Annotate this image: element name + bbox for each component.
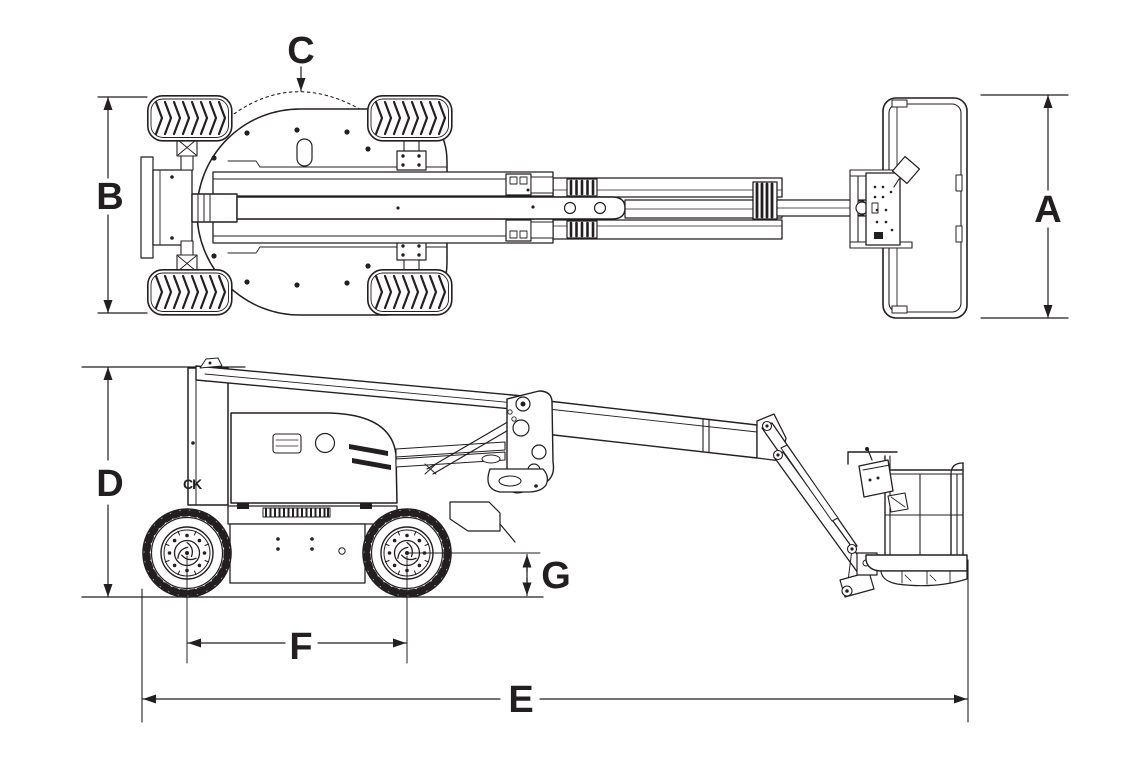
dimension-label-b: B: [96, 176, 123, 218]
dimension-label-e: E: [508, 679, 533, 721]
tire-bottom-right: [366, 268, 453, 316]
dimension-label-a: A: [1034, 189, 1061, 231]
tire-bottom-left: [146, 268, 233, 316]
brand-logo: CK: [183, 476, 202, 492]
platform-control-console: [858, 447, 909, 513]
vent-slat: [352, 458, 391, 470]
dimension-g: G: [522, 553, 571, 597]
stowed-boom: [191, 171, 873, 244]
dimension-f: F: [187, 626, 407, 668]
rear-axle: [396, 138, 427, 273]
dimension-label-d: D: [96, 463, 123, 505]
platform-side: [847, 447, 968, 587]
front-axle: [140, 138, 198, 273]
rocker-link-plate: [487, 390, 555, 494]
turntable-side: CK: [183, 367, 229, 506]
boom-hatch-block: [566, 178, 598, 197]
side-view: CK: [81, 357, 969, 723]
telescopic-boom: [544, 400, 758, 459]
tire-top-left: [146, 94, 233, 142]
engine-cover: [230, 412, 398, 509]
dimension-a: A: [980, 94, 1069, 319]
dimension-e: E: [141, 559, 969, 723]
riser-boom: [195, 357, 524, 411]
dimension-b: B: [96, 96, 148, 314]
dimension-label-g: G: [541, 555, 571, 597]
steering-knuckles: [176, 138, 198, 273]
front-frame-nose: [449, 501, 501, 532]
dimension-label-c: C: [287, 30, 314, 72]
platform-flag: [891, 155, 921, 188]
tire-top-right: [366, 94, 453, 142]
boom-linkage: [395, 417, 519, 475]
dimension-d: D: [96, 366, 124, 598]
vent-slat: [349, 444, 388, 456]
chassis-side: [227, 501, 516, 584]
control-box-top: [865, 172, 901, 246]
top-view: B C A: [96, 30, 1069, 319]
jib-articulation-block: [752, 181, 778, 220]
dimension-c: C: [287, 30, 315, 92]
dimension-label-f: F: [289, 626, 312, 668]
jib: [761, 420, 875, 598]
deck-bolts: [211, 127, 371, 288]
